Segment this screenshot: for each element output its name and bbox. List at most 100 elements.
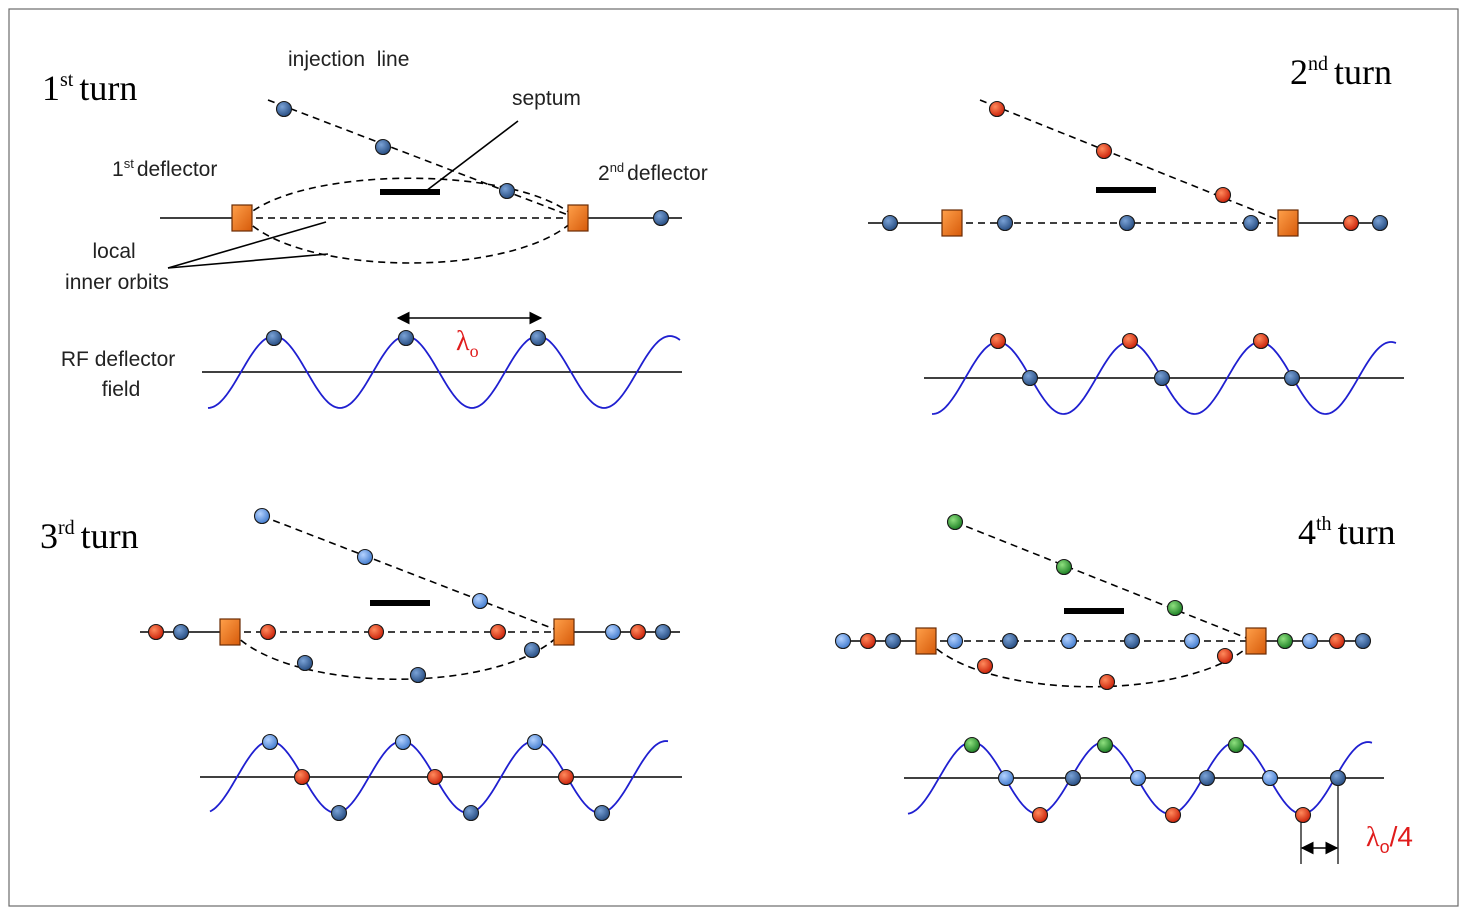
bunch-red (989, 332, 1007, 350)
bunch-dark-blue (1064, 769, 1082, 787)
rf-deflector-wave (207, 335, 681, 409)
bunch-dark-blue (409, 666, 427, 684)
bunch-dark-blue (1329, 769, 1347, 787)
bunch-light-blue (834, 632, 852, 650)
inner-orbit-lower (927, 640, 1255, 688)
bunch-dark-blue (275, 100, 293, 118)
bunch-dark-blue (296, 654, 314, 672)
bunch-dark-blue (1153, 369, 1171, 387)
deflector-magnet (941, 209, 963, 237)
deflector-magnet (219, 618, 241, 646)
bunch-light-blue (253, 507, 271, 525)
bunch-dark-blue (1118, 214, 1136, 232)
bunch-light-blue (394, 733, 412, 751)
bunch-dark-blue (1123, 632, 1141, 650)
bunch-red (1342, 214, 1360, 232)
bunch-dark-blue (654, 623, 672, 641)
bunch-light-blue (1129, 769, 1147, 787)
bunch-red (557, 768, 575, 786)
rf-deflector-field-label: RF deflector field (61, 348, 181, 401)
bunch-dark-blue (330, 804, 348, 822)
bunch-light-blue (997, 769, 1015, 787)
inner-orbit-lower (231, 631, 563, 681)
deflector-magnet (553, 618, 575, 646)
bunch-dark-blue (462, 804, 480, 822)
septum-pointer (421, 120, 519, 195)
bunch-dark-blue (397, 329, 415, 347)
bunch-dark-blue (529, 329, 547, 347)
bunch-dark-blue (1242, 214, 1260, 232)
lambda-label: λo (456, 326, 479, 361)
bunch-red (367, 623, 385, 641)
bunch-dark-blue (1354, 632, 1372, 650)
bunch-red (1216, 647, 1234, 665)
bunch-red (147, 623, 165, 641)
bunch-dark-blue (172, 623, 190, 641)
bunch-red (1294, 806, 1312, 824)
bunch-green (1227, 736, 1245, 754)
bunch-light-blue (1261, 769, 1279, 787)
bunch-red (988, 100, 1006, 118)
bunch-green (1276, 632, 1294, 650)
bunch-green (1055, 558, 1073, 576)
bunch-dark-blue (1371, 214, 1389, 232)
bunch-light-blue (1060, 632, 1078, 650)
bunch-light-blue (471, 592, 489, 610)
deflector-magnet (915, 627, 937, 655)
bunch-red (426, 768, 444, 786)
bunch-dark-blue (652, 209, 670, 227)
septum-label: septum (512, 87, 581, 110)
bunch-light-blue (1301, 632, 1319, 650)
bunch-red (1214, 186, 1232, 204)
bunch-green (1096, 736, 1114, 754)
bunch-light-blue (526, 733, 544, 751)
bunch-dark-blue (498, 182, 516, 200)
bunch-light-blue (604, 623, 622, 641)
bunch-red (293, 768, 311, 786)
bunch-light-blue (356, 548, 374, 566)
bunch-dark-blue (996, 214, 1014, 232)
bunch-dark-blue (265, 329, 283, 347)
deflector-magnet (231, 204, 253, 232)
bunch-dark-blue (884, 632, 902, 650)
deflector-magnet (1277, 209, 1299, 237)
inner-orbit-upper (243, 177, 577, 219)
bunch-red (976, 657, 994, 675)
bunch-dark-blue (1198, 769, 1216, 787)
quarter-lambda-label: λo/4 (1366, 821, 1413, 857)
injection-line-label: injection line (288, 48, 409, 71)
bunch-dark-blue (881, 214, 899, 232)
bunch-red (1328, 632, 1346, 650)
local-inner-orbits-label: local inner orbits (65, 240, 169, 294)
bunch-red (489, 623, 507, 641)
bunch-dark-blue (1021, 369, 1039, 387)
bunch-light-blue (1183, 632, 1201, 650)
bunch-green (946, 513, 964, 531)
bunch-red (1031, 806, 1049, 824)
bunch-red (1121, 332, 1139, 350)
bunch-green (963, 736, 981, 754)
bunch-light-blue (261, 733, 279, 751)
deflector-magnet (567, 204, 589, 232)
injection-line (954, 521, 1255, 642)
injection-line (267, 99, 577, 219)
bunch-red (629, 623, 647, 641)
bunch-red (259, 623, 277, 641)
figure-frame (8, 8, 1459, 907)
orbits-pointer-2 (167, 253, 329, 269)
deflector-magnet (1245, 627, 1267, 655)
bunch-green (1166, 599, 1184, 617)
bunch-dark-blue (593, 804, 611, 822)
bunch-red (1095, 142, 1113, 160)
injection-line (979, 99, 1287, 224)
orbits-pointer-1 (167, 221, 327, 269)
